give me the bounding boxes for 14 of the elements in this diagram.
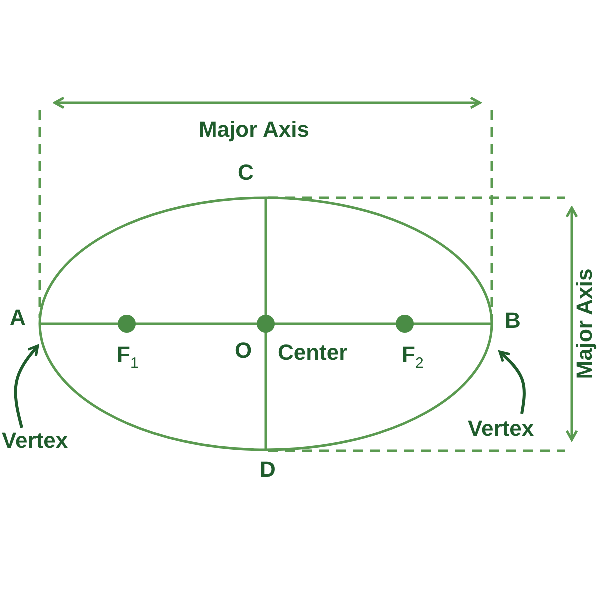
point-label: C [238,162,254,184]
axis-label: Major Axis [574,268,596,380]
vertex-label: Vertex [2,430,68,452]
leader-arrow [498,350,526,414]
focus-label: F$_{1}$ [117,344,139,371]
point-label: A [10,307,26,329]
focus-label: F$_{2}$ [402,344,424,371]
leader-arrow [14,344,40,428]
axis-label: Major Axis [199,119,310,141]
vertex-label: Vertex [468,418,534,440]
point-label: O [235,340,252,362]
point-label: B [505,310,521,332]
point-label: D [260,459,276,481]
center-label: Center [278,342,348,364]
